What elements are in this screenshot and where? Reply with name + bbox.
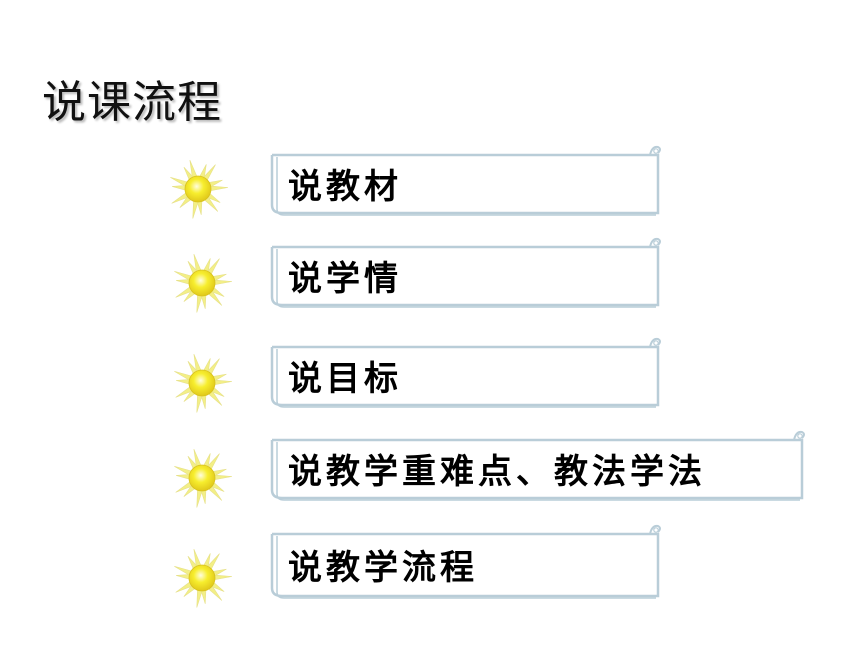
item-label: 说教学重难点、教法学法 xyxy=(288,451,706,492)
scroll-banner: 说教学重难点、教法学法 xyxy=(266,430,810,506)
scroll-banner: 说目标 xyxy=(266,337,666,413)
sun-icon xyxy=(170,251,234,315)
list-item: 说目标 xyxy=(0,337,860,427)
scroll-frame xyxy=(270,430,805,501)
scroll-banner: 说学情 xyxy=(266,237,666,313)
slide-title: 说课流程 xyxy=(42,77,222,128)
scroll-banner: 说教学流程 xyxy=(266,524,666,604)
sun-graphic xyxy=(170,160,229,219)
scroll-frame xyxy=(270,237,661,308)
list-item: 说教学流程 xyxy=(0,524,860,614)
item-label: 说教材 xyxy=(288,166,402,207)
list-item: 说教学重难点、教法学法 xyxy=(0,430,860,520)
list-item: 说学情 xyxy=(0,237,860,327)
sun-icon xyxy=(170,351,234,415)
item-label: 说学情 xyxy=(288,258,402,299)
sun-graphic xyxy=(174,449,233,508)
sun-icon xyxy=(170,446,234,510)
scroll-frame xyxy=(270,145,661,216)
scroll-banner: 说教材 xyxy=(266,145,666,221)
sun-icon xyxy=(166,157,230,221)
scroll-frame xyxy=(270,524,661,599)
list-item: 说教材 xyxy=(0,145,860,235)
sun-graphic xyxy=(174,549,233,608)
item-label: 说教学流程 xyxy=(288,547,478,588)
item-label: 说目标 xyxy=(288,358,402,399)
sun-icon xyxy=(170,546,234,610)
sun-graphic xyxy=(174,354,233,413)
sun-graphic xyxy=(174,254,233,313)
scroll-frame xyxy=(270,337,661,408)
